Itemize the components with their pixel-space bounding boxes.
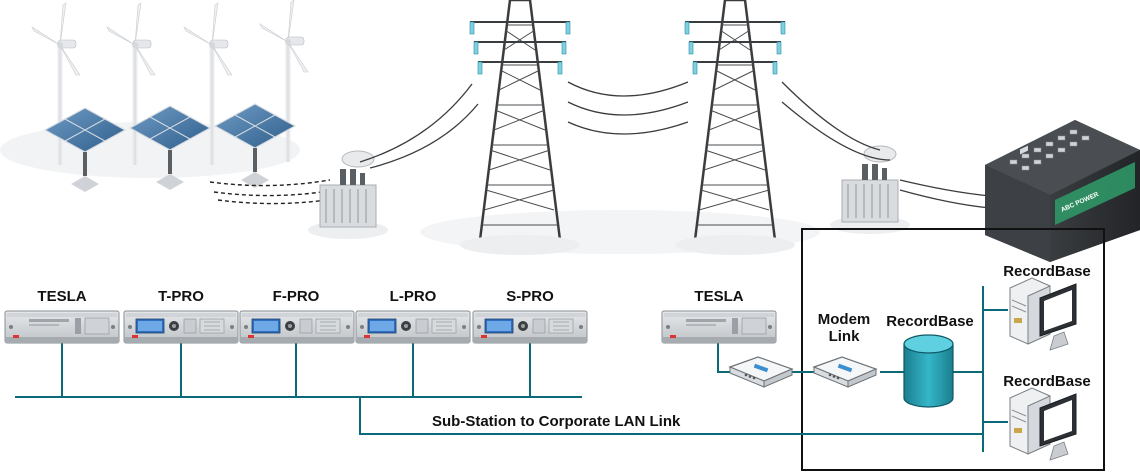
device-label-tesla-2: TESLA xyxy=(694,288,744,305)
device-tesla-2 xyxy=(661,310,777,344)
corporate-lan-link xyxy=(359,397,983,435)
device-label-tesla-1: TESLA xyxy=(37,288,87,305)
device-label-f-pro: F-PRO xyxy=(272,288,320,305)
device-t-pro xyxy=(123,310,239,344)
workstation-icon xyxy=(1009,387,1077,461)
modem-link-icon xyxy=(813,356,877,388)
device-s-pro xyxy=(472,310,588,344)
ground-shadow xyxy=(0,122,820,254)
device-label-l-pro: L-PRO xyxy=(389,288,437,305)
power-lines xyxy=(359,81,991,209)
workstation-icon xyxy=(1009,277,1077,351)
modem-link-label: Modem Link xyxy=(817,311,871,345)
device-label-s-pro: S-PRO xyxy=(506,288,554,305)
tesla-to-modem xyxy=(717,343,730,373)
transformer-icon xyxy=(829,145,911,235)
database-icon xyxy=(903,334,954,408)
power-company-building-icon: ABC POWER xyxy=(985,120,1140,262)
workstation-top-label: RecordBase xyxy=(1003,263,1091,280)
device-l-pro xyxy=(355,310,471,344)
device-tesla-1 xyxy=(4,310,120,344)
transformer-icon xyxy=(307,150,389,240)
workstation-bottom-label: RecordBase xyxy=(1003,373,1091,390)
network-links xyxy=(15,286,1008,452)
device-label-t-pro: T-PRO xyxy=(158,288,204,305)
database-label: RecordBase xyxy=(886,313,974,330)
corporate-lan-frame xyxy=(801,228,1105,471)
lan-link-label: Sub-Station to Corporate LAN Link xyxy=(432,413,681,430)
modem-icon xyxy=(729,356,793,388)
device-f-pro xyxy=(239,310,355,344)
